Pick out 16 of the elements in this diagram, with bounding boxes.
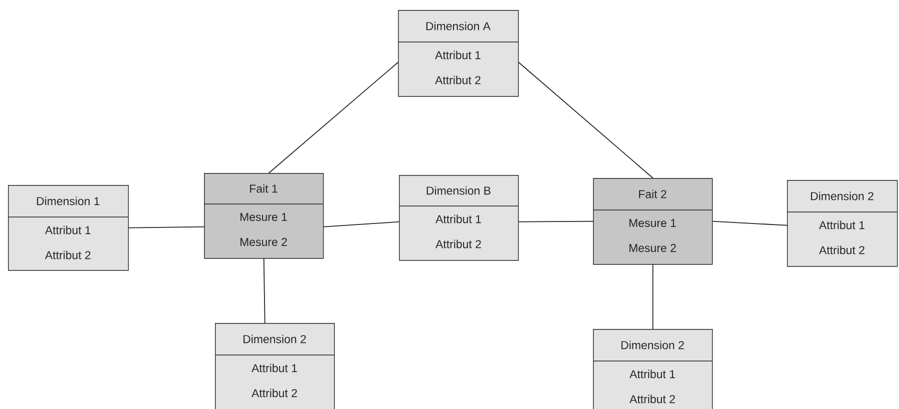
connector-line: [518, 62, 654, 178]
table-box: Dimension A Attribut 1 Attribut 2: [398, 10, 519, 97]
connector-line: [263, 258, 266, 324]
table-box: Dimension 2 Attribut 1 Attribut 2: [214, 322, 335, 409]
connector-line: [712, 220, 788, 226]
table-box: Dimension 2 Attribut 1 Attribut 2: [786, 180, 898, 267]
connector-line: [652, 264, 654, 330]
table-box: Dimension 1 Attribut 1 Attribut 2: [8, 185, 129, 271]
connector-line: [323, 221, 400, 228]
connector-line: [268, 62, 398, 174]
table-box: Dimension 2 Attribut 1 Attribut 2: [592, 328, 713, 409]
table-box: Dimension B Attribut 1 Attribut 2: [398, 175, 519, 261]
table-box: Fait 2 Mesure 1 Mesure 2: [592, 178, 713, 265]
connector-line: [128, 226, 204, 228]
connector-line: [518, 220, 594, 222]
table-box: Fait 1 Mesure 1 Mesure 2: [204, 173, 324, 259]
